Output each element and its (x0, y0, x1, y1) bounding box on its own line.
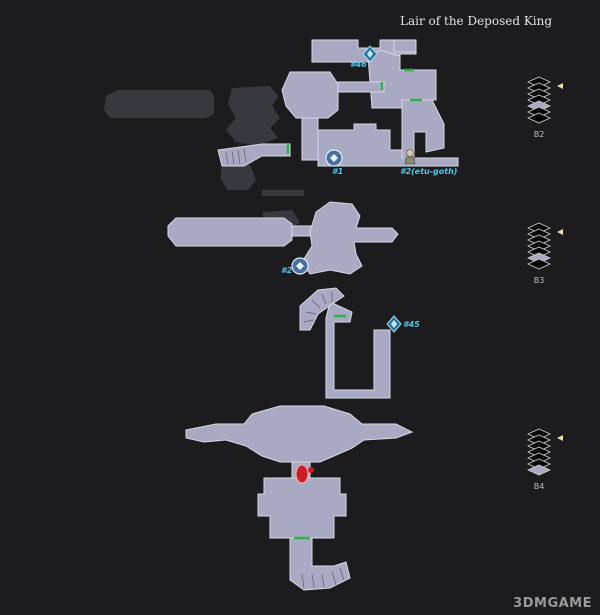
b2-lower-hall (317, 123, 459, 167)
marker-label-1: #1 (332, 167, 344, 176)
b4-hall (257, 477, 347, 539)
b3-west-hall (167, 217, 293, 247)
watermark-logo: 3DMGAME (513, 596, 592, 611)
b4-stair (289, 537, 351, 591)
map-title: Lair of the Deposed King (400, 14, 553, 28)
floor-selector-b2[interactable] (527, 76, 563, 124)
b4-cavern (185, 405, 414, 463)
b2-central-column (301, 117, 319, 161)
lore-crystal-icon[interactable] (386, 315, 402, 333)
floor-layer-active (527, 464, 551, 476)
floor-b3-map (167, 201, 399, 399)
npc-icon[interactable] (404, 149, 416, 165)
current-floor-arrow-icon (557, 83, 563, 89)
marker-label-2: #2 (281, 266, 293, 275)
b2-stair-lines (225, 148, 247, 165)
marker-label-45: #45 (403, 320, 420, 329)
ghost-bar-b2 (262, 190, 304, 196)
b2-east-corridor (337, 81, 385, 93)
b2-round-room (281, 71, 339, 119)
current-floor-arrow-icon (557, 435, 563, 441)
ghost-shape-b2 (220, 165, 256, 190)
ghost-blob-b2 (226, 86, 280, 146)
boss-icon[interactable] (295, 464, 314, 484)
doors (286, 68, 422, 540)
marker-label-2-etu-goth: #2(etu-goth) (400, 167, 458, 176)
b2-upper-block (367, 49, 437, 109)
ghost-corridor-b2 (104, 90, 214, 118)
floor-label-b2: B2 (533, 130, 545, 139)
floor-selector-b4[interactable] (527, 428, 563, 476)
floor-selector-b3[interactable] (527, 222, 563, 270)
lore-crystal-icon[interactable] (362, 45, 378, 63)
b3-lower-path (325, 301, 391, 399)
chest-icon[interactable] (325, 149, 343, 167)
current-floor-arrow-icon (557, 229, 563, 235)
floor-label-b4: B4 (533, 482, 545, 491)
b2-west-stair (217, 143, 291, 167)
floor-layer (527, 258, 551, 270)
b2-right-halls (401, 99, 445, 159)
chest-icon[interactable] (291, 257, 309, 275)
b3-cavern (301, 201, 399, 275)
marker-label-46: #46 (350, 60, 367, 69)
floor-layer (527, 112, 551, 124)
unexplored-areas (104, 86, 304, 232)
b3-stair-lines (303, 292, 333, 323)
floor-label-b3: B3 (533, 276, 545, 285)
floor-b4-map (185, 405, 414, 591)
floor-b2-map (217, 39, 459, 167)
b4-stair-lines (301, 567, 345, 589)
b3-stair-curve (299, 287, 345, 331)
